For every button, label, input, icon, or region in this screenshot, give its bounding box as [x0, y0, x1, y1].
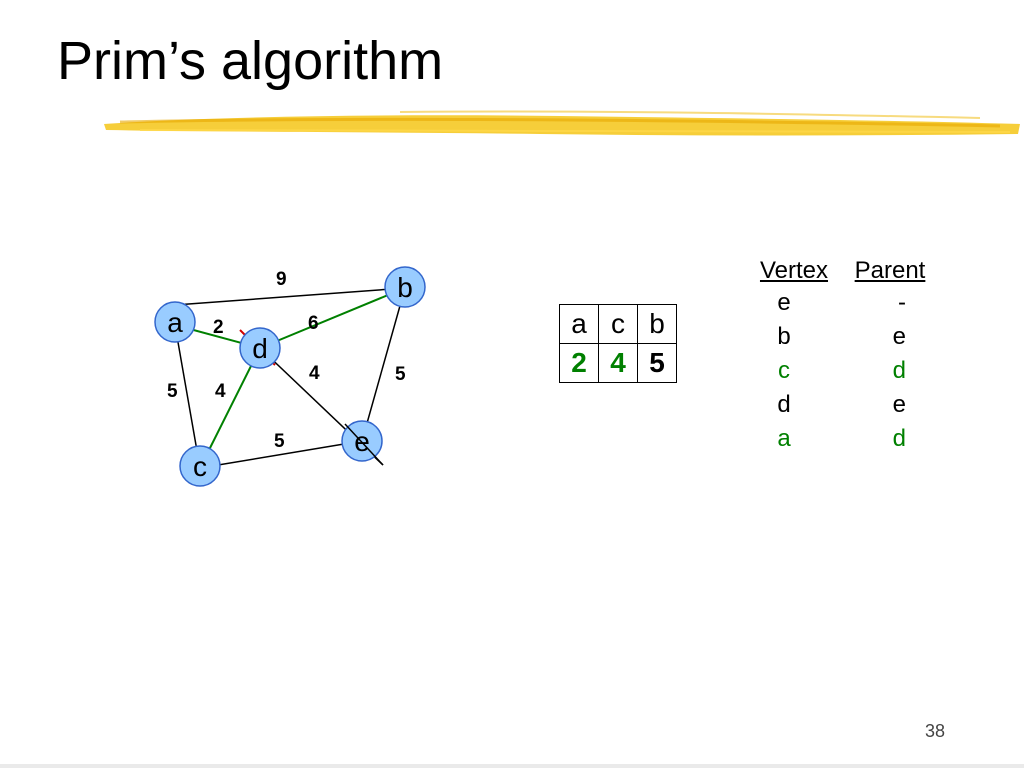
node-d-label: d	[252, 333, 268, 364]
priority-queue-table: a c b 2 4 5	[559, 304, 677, 383]
row-parent: d	[892, 357, 906, 384]
row-vertex: b	[777, 323, 791, 350]
node-c: c	[179, 445, 221, 487]
row-parent: d	[892, 425, 906, 452]
weight-a-c: 5	[167, 381, 178, 402]
parent-row: b e	[744, 320, 936, 354]
edge-d-e-tail	[344, 423, 384, 466]
edge-c-e	[199, 440, 363, 469]
title-underline-brush	[104, 110, 1020, 136]
node-b-label: b	[397, 272, 413, 303]
row-parent: -	[898, 289, 906, 316]
parent-row: e -	[744, 286, 936, 320]
header-vertex: Vertex	[759, 257, 829, 284]
row-vertex: a	[777, 425, 791, 452]
edge-a-c	[174, 324, 201, 469]
queue-key-cell: 5	[637, 343, 677, 383]
header-parent: Parent	[854, 257, 926, 284]
page-number: 38	[924, 721, 945, 741]
parent-row: d e	[744, 388, 936, 422]
weight-a-b: 9	[276, 269, 287, 290]
weight-d-c: 4	[215, 381, 226, 402]
queue-vertex-row: a c b	[559, 304, 677, 344]
row-parent: e	[892, 323, 906, 350]
parent-table: Vertex Parent e - b e c d d e a d	[744, 256, 936, 456]
node-c-label: c	[193, 451, 207, 482]
weight-c-e: 5	[274, 431, 285, 452]
edge-a-b	[174, 287, 406, 306]
node-a: a	[154, 301, 196, 343]
weight-d-b: 6	[308, 313, 319, 334]
row-vertex: e	[777, 289, 791, 316]
queue-key-row: 2 4 5	[559, 343, 677, 383]
row-vertex: d	[777, 391, 791, 418]
queue-vertex-cell: b	[637, 304, 677, 344]
node-b: b	[384, 266, 426, 308]
row-parent: e	[892, 391, 906, 418]
queue-key-cell: 2	[559, 343, 599, 383]
node-d: d	[239, 327, 281, 369]
queue-key-cell: 4	[598, 343, 638, 383]
queue-vertex-cell: a	[559, 304, 599, 344]
weight-d-e: 4	[309, 363, 320, 384]
weight-b-e: 5	[395, 364, 406, 385]
parent-row: a d	[744, 422, 936, 456]
queue-vertex-cell: c	[598, 304, 638, 344]
row-vertex: c	[778, 357, 790, 384]
footer-divider	[0, 764, 1024, 768]
slide-title: Prim’s algorithm	[57, 31, 444, 91]
edge-d-b	[259, 287, 406, 349]
node-a-label: a	[167, 307, 183, 338]
parent-table-header: Vertex Parent	[744, 256, 936, 286]
edge-b-e	[361, 287, 406, 442]
parent-row: c d	[744, 354, 936, 388]
weight-a-d: 2	[213, 317, 224, 338]
